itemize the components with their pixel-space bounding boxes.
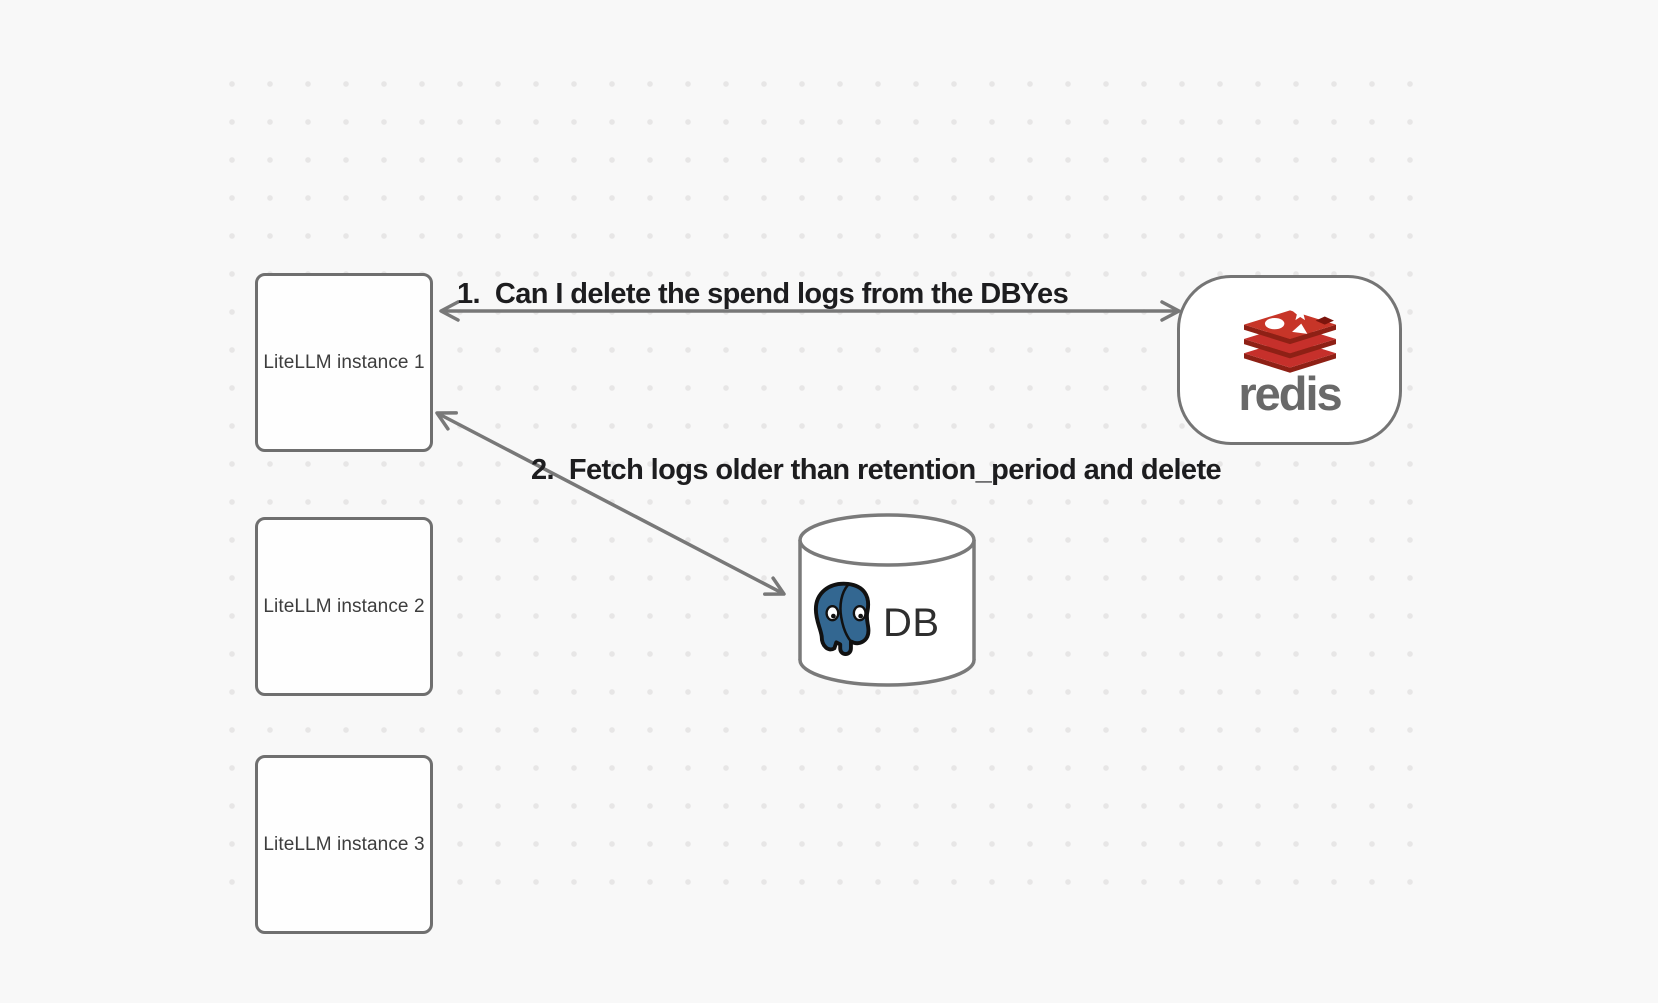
postgresql-elephant-icon	[813, 581, 871, 656]
redis-logo-icon	[1243, 304, 1336, 373]
litellm-instance-3-node[interactable]: LiteLLM instance 3	[255, 755, 433, 934]
redis-wordmark: redis	[1238, 366, 1342, 420]
arrow1-label[interactable]: 1. Can I delete the spend logs from the …	[457, 278, 1022, 310]
arrow1-response-label[interactable]: Yes	[1019, 278, 1069, 310]
arrow-instance1-db[interactable]	[435, 411, 786, 596]
litellm-instance-2-node[interactable]: LiteLLM instance 2	[255, 517, 433, 696]
arrow2-label[interactable]: 2. Fetch logs older than retention_perio…	[530, 454, 1222, 486]
litellm-instance-1-node[interactable]: LiteLLM instance 1	[255, 273, 433, 452]
node-label: LiteLLM instance 1	[263, 351, 425, 373]
database-label: DB	[883, 601, 940, 645]
database-node[interactable]: DB	[797, 513, 977, 689]
redis-node[interactable]: redis	[1177, 275, 1402, 445]
node-label: LiteLLM instance 2	[263, 595, 425, 617]
node-label: LiteLLM instance 3	[263, 833, 425, 855]
